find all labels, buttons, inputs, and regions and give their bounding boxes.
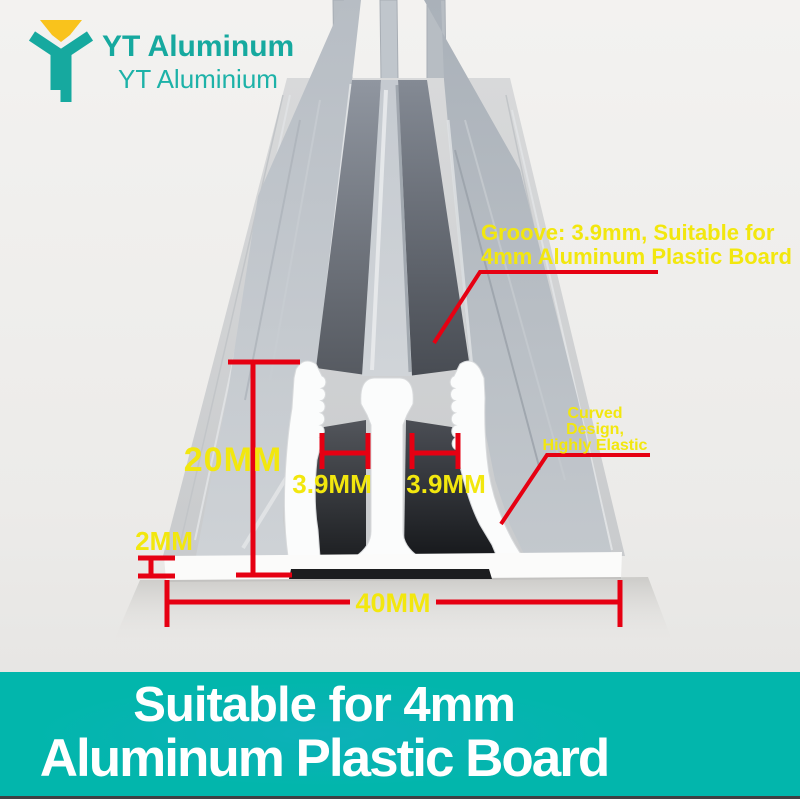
bottom-banner: Suitable for 4mm Aluminum Plastic Board (0, 672, 800, 799)
cross-section-left-arm (283, 360, 327, 558)
aluminum-profile-photo: 20MM 3.9MM 3.9MM 2MM 40MM (0, 0, 800, 672)
dimension-3-9mm-right: 3.9MM (406, 433, 486, 499)
cross-section-right-arm (449, 360, 524, 558)
callout-curved: Curved Design, Highly Elastic (499, 405, 650, 526)
logo-left-arm (28, 31, 62, 90)
dimension-3-9mm-left: 3.9MM (292, 433, 372, 499)
callout-curved-line1: Curved (567, 405, 622, 422)
logo-right-arm (60, 31, 94, 102)
dimension-40mm: 40MM (164, 580, 623, 627)
dimension-40mm-label: 40MM (355, 588, 430, 618)
callout-curved-line3: Highly Elastic (543, 437, 648, 454)
dimension-20mm: 20MM (184, 359, 300, 578)
logo-gold-gem (40, 20, 82, 42)
banner-line1: Suitable for 4mm (133, 678, 516, 732)
photo-bottom-edge (0, 796, 800, 799)
right-wall (424, 0, 612, 556)
callout-groove-line2: 4mm Aluminum Plastic Board (481, 244, 792, 269)
callout-groove-line1: Groove: 3.9mm, Suitable for (481, 220, 775, 245)
logo-subtitle: YT Aluminium (118, 64, 278, 94)
logo-title: YT Aluminum (102, 30, 294, 63)
banner-text: Suitable for 4mm Aluminum Plastic Board (0, 679, 648, 786)
banner-line2: Aluminum Plastic Board (39, 729, 611, 788)
cross-section-center-stem (353, 377, 421, 558)
brand-logo: YT Aluminum YT Aluminium (28, 20, 294, 102)
banner-glow (36, 682, 611, 786)
dimension-2mm-label: 2MM (135, 526, 193, 556)
dimension-2mm: 2MM (135, 526, 193, 579)
dimension-3-9mm-right-label: 3.9MM (406, 469, 485, 499)
rubber-strip (289, 569, 492, 579)
ground-shadow (112, 577, 672, 645)
dimension-3-9mm-left-label: 3.9MM (292, 469, 371, 499)
center-fin (362, 80, 412, 376)
groove-left (316, 80, 381, 375)
dimension-20mm-label: 20MM (184, 441, 282, 479)
groove-right (398, 80, 470, 376)
logo-y-icon (28, 20, 94, 102)
callout-curved-line2: Design, (566, 421, 624, 438)
callout-groove: Groove: 3.9mm, Suitable for 4mm Aluminum… (432, 220, 792, 345)
